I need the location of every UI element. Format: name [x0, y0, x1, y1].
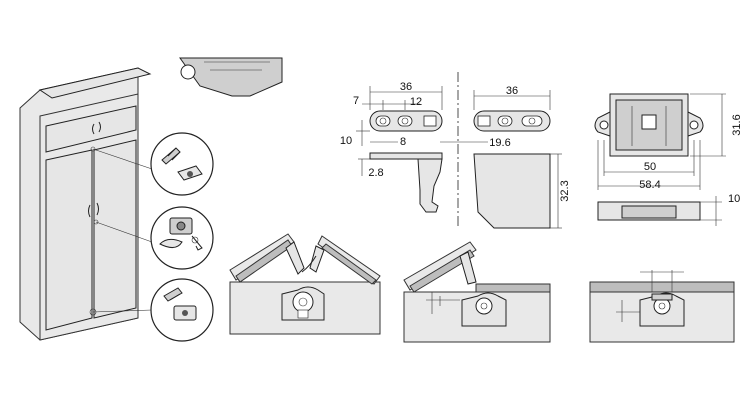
install-step-1 [229, 233, 381, 335]
dimension-32-3: 32.3 [559, 180, 571, 201]
leader-line-top [92, 148, 156, 171]
top-lock-point [90, 146, 96, 152]
partial-lock-top [179, 57, 283, 97]
upper-handle-right [98, 121, 101, 133]
dimension-8: 8 [400, 136, 406, 148]
hook-1 [285, 241, 305, 275]
lower-handle-right [96, 202, 99, 216]
dimension-19-6: 19.6 [489, 137, 510, 149]
install-step-2 [403, 241, 551, 343]
key-slot [641, 114, 657, 130]
motion-arrow-1 [301, 255, 317, 273]
cabinet-top [38, 67, 152, 99]
front-view: 50 58.4 31.6 [594, 93, 743, 191]
lock-bolt-icon [159, 238, 183, 248]
lower-handle-left [88, 204, 91, 218]
dimension-58-4: 58.4 [639, 179, 660, 191]
bottom-view: 10 [597, 193, 740, 226]
lid-3 [589, 281, 735, 293]
upper-handle-left [92, 123, 95, 135]
leader-line-middle [95, 221, 153, 243]
install-step-3 [589, 270, 735, 343]
dimension-10-right: 10 [728, 193, 740, 205]
cabinet-top-panel [45, 105, 137, 153]
dimension-31-6: 31.6 [731, 114, 743, 135]
hook-profile: 2.8 [358, 152, 443, 213]
detail-circle-bottom [150, 278, 214, 342]
cabinet-illustration [19, 67, 156, 341]
dimension-12: 12 [410, 96, 422, 108]
lid-2 [403, 241, 477, 291]
dimension-2-8: 2.8 [368, 167, 383, 179]
dimension-50: 50 [644, 161, 656, 173]
hook-2 [459, 251, 477, 285]
dimension-36-left: 36 [400, 81, 412, 93]
detail-circle-top [150, 132, 214, 196]
middle-lock-point [93, 219, 99, 225]
dimension-36-right: 36 [506, 85, 518, 97]
leader-line-bottom [92, 309, 153, 313]
cabinet-left-door [45, 149, 93, 331]
key-icon [191, 235, 203, 251]
dimension-10-left: 10 [340, 135, 352, 147]
side-view-right: 36 32.3 [473, 85, 571, 229]
dimension-7: 7 [353, 95, 359, 107]
detail-circle-middle [150, 206, 214, 270]
side-view-left: 36 7 12 10 8 19.6 [340, 81, 511, 149]
